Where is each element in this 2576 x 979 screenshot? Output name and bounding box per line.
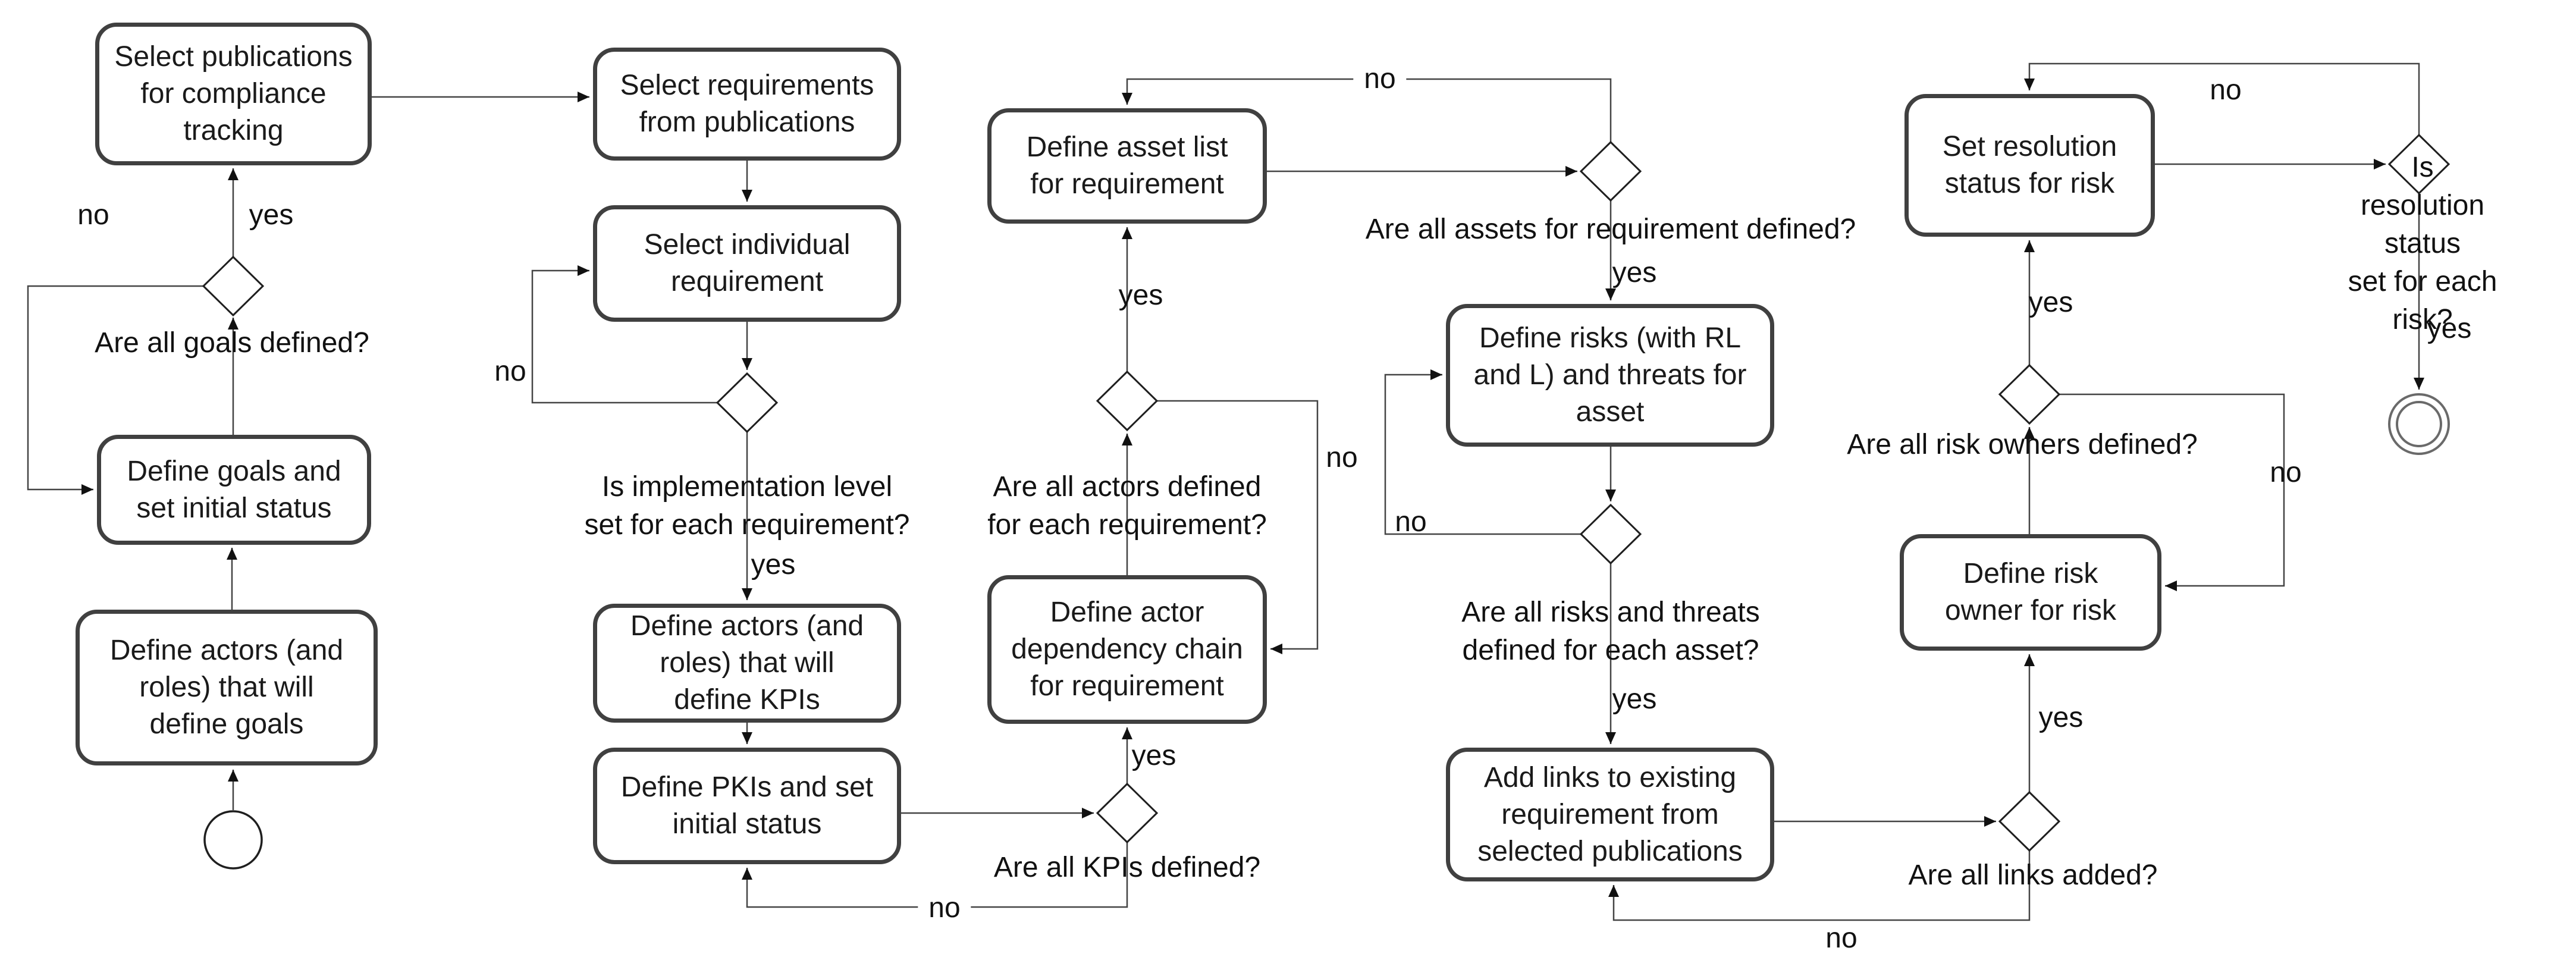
edge-label-no-risks: no bbox=[1395, 506, 1427, 538]
decision-question-resolution-status-set: Is resolution status set for each risk? bbox=[2348, 152, 2497, 335]
end-event[interactable] bbox=[2388, 393, 2450, 455]
decision-question-kpis-defined: Are all KPIs defined? bbox=[993, 852, 1261, 883]
gateway-kpis-defined[interactable] bbox=[1096, 782, 1159, 844]
gateway-risks-threats-defined[interactable] bbox=[1579, 503, 1642, 565]
gateway-assets-defined[interactable] bbox=[1579, 140, 1642, 202]
start-event[interactable] bbox=[203, 810, 263, 870]
edge-label-no-assets: no bbox=[1353, 64, 1407, 95]
flow-owners-defined-no bbox=[2059, 393, 2285, 591]
edge-label-no-links: no bbox=[1825, 922, 1858, 954]
decision-question-risk-owners-defined: Are all risk owners defined? bbox=[1847, 429, 2198, 460]
edge-label-yes-links: yes bbox=[2038, 702, 2084, 733]
flow-links-added-no bbox=[1608, 851, 2031, 921]
edge-label-no-risk-owners: no bbox=[2270, 457, 2302, 488]
edge-label-no-actors: no bbox=[1326, 442, 1358, 473]
edge-label-yes-resolution: yes bbox=[2427, 313, 2472, 344]
edge-label-yes-goals: yes bbox=[249, 199, 294, 231]
edge-label-yes-impl-level: yes bbox=[751, 549, 796, 581]
task-add-links[interactable]: Add links to existing requirement from s… bbox=[1446, 748, 1774, 881]
flow-impl-level-no bbox=[531, 265, 717, 404]
flow-status-set-no bbox=[2024, 62, 2420, 135]
task-set-resolution-status[interactable]: Set resolution status for risk bbox=[1904, 94, 2155, 237]
gateway-implementation-level-set[interactable] bbox=[716, 372, 779, 434]
edge-label-yes-risk-owners: yes bbox=[2028, 287, 2073, 318]
task-define-actors-goals[interactable]: Define actors (and roles) that will defi… bbox=[76, 610, 378, 765]
task-define-actor-dependency[interactable]: Define actor dependency chain for requir… bbox=[987, 575, 1267, 724]
gateway-actors-defined[interactable] bbox=[1096, 370, 1159, 432]
task-define-asset-list[interactable]: Define asset list for requirement bbox=[987, 108, 1267, 224]
task-define-risk-owner[interactable]: Define risk owner for risk bbox=[1900, 534, 2161, 651]
gateways bbox=[202, 133, 2451, 852]
task-select-publications[interactable]: Select publications for compliance track… bbox=[95, 23, 372, 165]
task-define-goals[interactable]: Define goals and set initial status bbox=[97, 435, 371, 545]
task-select-requirements[interactable]: Select requirements from publications bbox=[593, 48, 901, 161]
edge-label-no-impl-level: no bbox=[494, 356, 526, 387]
decision-question-links-added: Are all links added? bbox=[1908, 859, 2158, 891]
task-define-pkis[interactable]: Define PKIs and set initial status bbox=[593, 748, 901, 864]
edge-label-no-resolution: no bbox=[2210, 74, 2242, 106]
flow-actors-defined-no bbox=[1157, 400, 1319, 654]
task-select-individual-req[interactable]: Select individual requirement bbox=[593, 205, 901, 322]
decision-question-implementation-level-set: Is implementation level set for each req… bbox=[584, 471, 910, 541]
edge-label-yes-kpis: yes bbox=[1131, 740, 1176, 771]
gateway-resolution-status-set[interactable] bbox=[2387, 133, 2451, 195]
decision-question-actors-defined: Are all actors defined for each requirem… bbox=[987, 471, 1267, 541]
flow-risks-defined-no bbox=[1384, 369, 1581, 535]
decision-question-goals-defined: Are all goals defined? bbox=[95, 327, 369, 359]
decision-question-risks-threats-defined: Are all risks and threats defined for ea… bbox=[1461, 597, 1760, 666]
edge-label-yes-assets: yes bbox=[1612, 257, 1657, 288]
edge-label-no-kpis: no bbox=[918, 893, 971, 924]
end-event-inner-ring bbox=[2396, 401, 2442, 447]
task-define-actors-kpis[interactable]: Define actors (and roles) that will defi… bbox=[593, 604, 901, 723]
gateway-goals-defined[interactable] bbox=[202, 255, 265, 317]
decision-question-assets-defined: Are all assets for requirement defined? bbox=[1365, 214, 1856, 245]
gateway-links-added[interactable] bbox=[1998, 790, 2061, 852]
edge-label-yes-actors: yes bbox=[1118, 280, 1163, 311]
edge-label-no-goals: no bbox=[77, 199, 109, 231]
flow-goals-defined-no bbox=[27, 285, 203, 495]
edge-label-yes-risks: yes bbox=[1612, 683, 1657, 715]
task-define-risks[interactable]: Define risks (with RL and L) and threats… bbox=[1446, 304, 1774, 447]
gateway-risk-owners-defined[interactable] bbox=[1998, 363, 2061, 425]
